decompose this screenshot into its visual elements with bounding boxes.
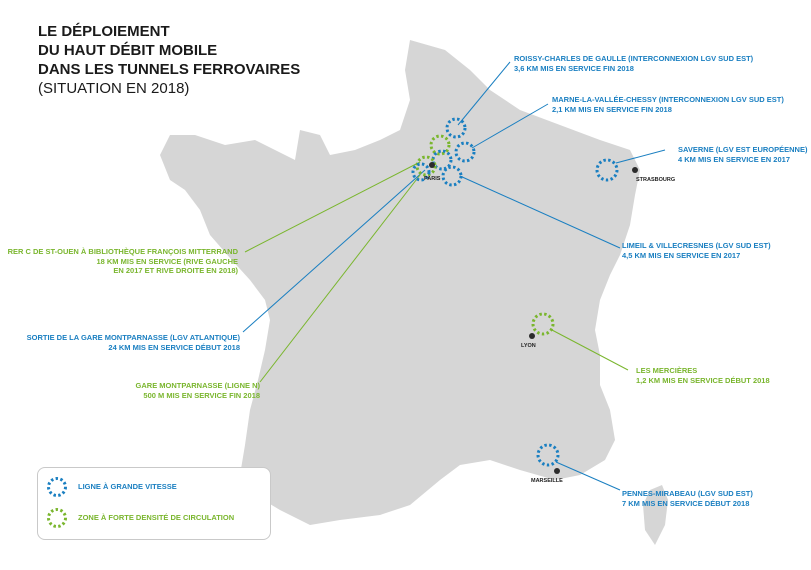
leader-pennes bbox=[555, 461, 621, 491]
marker-paris-dense bbox=[415, 155, 437, 177]
city-dot-paris bbox=[429, 162, 435, 168]
marker-paris-lgv bbox=[431, 149, 453, 171]
annotation-mercieres-detail: 1,2 KM MIS EN SERVICE DÉBUT 2018 bbox=[636, 375, 770, 385]
leader-limeil bbox=[459, 175, 621, 249]
annotation-roissy: ROISSY-CHARLES DE GAULLE (INTERCONNEXION… bbox=[514, 54, 753, 73]
annotation-garemont-detail: 500 M MIS EN SERVICE FIN 2018 bbox=[143, 390, 260, 400]
annotation-saverne-detail: 4 KM MIS EN SERVICE EN 2017 bbox=[678, 154, 790, 164]
leader-roissy bbox=[457, 61, 511, 126]
title-line-1: LE DÉPLOIEMENT bbox=[38, 23, 170, 40]
annotation-pennes-detail: 7 KM MIS EN SERVICE DÉBUT 2018 bbox=[622, 498, 750, 508]
annotation-marne-name: MARNE-LA-VALLÉE-CHESSY (INTERCONNEXION L… bbox=[552, 95, 784, 104]
subtitle: (SITUATION EN 2018) bbox=[38, 80, 190, 97]
city-label-paris: PARIS bbox=[424, 176, 441, 182]
leader-mercieres bbox=[551, 329, 629, 371]
legend-lgv-icon bbox=[47, 477, 67, 497]
marker-limeil-lgv bbox=[441, 165, 463, 187]
annotation-saverne-name: SAVERNE (LGV EST EUROPÉENNE) bbox=[678, 145, 808, 154]
leader-sortie bbox=[242, 169, 426, 333]
legend-dense-label: ZONE À FORTE DENSITÉ DE CIRCULATION bbox=[78, 513, 235, 522]
leader-marne bbox=[471, 103, 549, 149]
annotation-rerc-detail-1: 18 KM MIS EN SERVICE (RIVE GAUCHE bbox=[96, 256, 238, 266]
annotation-sortie: SORTIE DE LA GARE MONTPARNASSE (LGV ATLA… bbox=[6, 333, 240, 352]
annotation-marne: MARNE-LA-VALLÉE-CHESSY (INTERCONNEXION L… bbox=[552, 95, 784, 114]
marker-marne-lgv bbox=[454, 141, 476, 163]
title-line-2: DU HAUT DÉBIT MOBILE bbox=[38, 42, 218, 59]
annotation-limeil-detail: 4,5 KM MIS EN SERVICE EN 2017 bbox=[622, 250, 741, 260]
annotation-pennes: PENNES-MIRABEAU (LGV SUD EST) 7 KM MIS E… bbox=[622, 489, 753, 508]
annotation-rerc-detail-2: EN 2017 ET RIVE DROITE EN 2018) bbox=[113, 266, 238, 275]
leader-saverne bbox=[615, 149, 666, 164]
annotation-saverne: SAVERNE (LGV EST EUROPÉENNE) 4 KM MIS EN… bbox=[678, 145, 807, 164]
annotation-mercieres: LES MERCIÈRES 1,2 KM MIS EN SERVICE DÉBU… bbox=[636, 366, 770, 385]
annotation-roissy-detail: 3,6 KM MIS EN SERVICE FIN 2018 bbox=[514, 63, 634, 73]
legend-lgv-label: LIGNE À GRANDE VITESSE bbox=[78, 482, 177, 491]
marker-sortie-lgv bbox=[411, 162, 431, 182]
city-label-marseille: MARSEILLE bbox=[531, 478, 563, 484]
page-title: LE DÉPLOIEMENT DU HAUT DÉBIT MOBILE DANS… bbox=[38, 22, 300, 98]
annotation-mercieres-name: LES MERCIÈRES bbox=[636, 366, 698, 375]
annotation-garemont: GARE MONTPARNASSE (LIGNE N) 500 M MIS EN… bbox=[60, 381, 260, 400]
city-dot-marseille bbox=[554, 468, 560, 474]
city-label-strasbourg: STRASBOURG bbox=[636, 177, 676, 183]
city-dot-strasbourg bbox=[632, 167, 638, 173]
leader-rerc bbox=[244, 161, 421, 253]
annotation-roissy-name: ROISSY-CHARLES DE GAULLE (INTERCONNEXION… bbox=[514, 54, 754, 63]
marker-mercieres-dense bbox=[531, 312, 555, 336]
map-legend: LIGNE À GRANDE VITESSE ZONE À FORTE DENS… bbox=[37, 467, 271, 540]
annotation-limeil: LIMEIL & VILLECRESNES (LGV SUD EST) 4,5 … bbox=[622, 241, 771, 260]
corsica-landmass bbox=[643, 485, 668, 545]
annotation-marne-detail: 2,1 KM MIS EN SERVICE FIN 2018 bbox=[552, 104, 672, 114]
leader-garemont bbox=[259, 174, 421, 383]
annotation-sortie-detail: 24 KM MIS EN SERVICE DÉBUT 2018 bbox=[108, 342, 240, 352]
annotation-rerc: RER C DE ST-OUEN À BIBLIOTHÈQUE FRANÇOIS… bbox=[6, 247, 238, 276]
marker-saverne-lgv bbox=[595, 158, 619, 182]
france-landmass bbox=[160, 40, 640, 525]
annotation-pennes-name: PENNES-MIRABEAU (LGV SUD EST) bbox=[622, 489, 753, 498]
annotation-sortie-name: SORTIE DE LA GARE MONTPARNASSE (LGV ATLA… bbox=[26, 333, 240, 342]
annotation-limeil-name: LIMEIL & VILLECRESNES (LGV SUD EST) bbox=[622, 241, 771, 250]
annotation-rerc-name: RER C DE ST-OUEN À BIBLIOTHÈQUE FRANÇOIS… bbox=[7, 247, 238, 256]
city-dot-lyon bbox=[529, 333, 535, 339]
annotation-garemont-name: GARE MONTPARNASSE (LIGNE N) bbox=[135, 381, 260, 390]
marker-dense-nw bbox=[429, 134, 451, 156]
legend-dense-icon bbox=[47, 508, 67, 528]
city-label-lyon: LYON bbox=[521, 343, 536, 349]
title-line-3: DANS LES TUNNELS FERROVAIRES bbox=[38, 61, 301, 78]
marker-pennes-lgv bbox=[536, 443, 560, 467]
